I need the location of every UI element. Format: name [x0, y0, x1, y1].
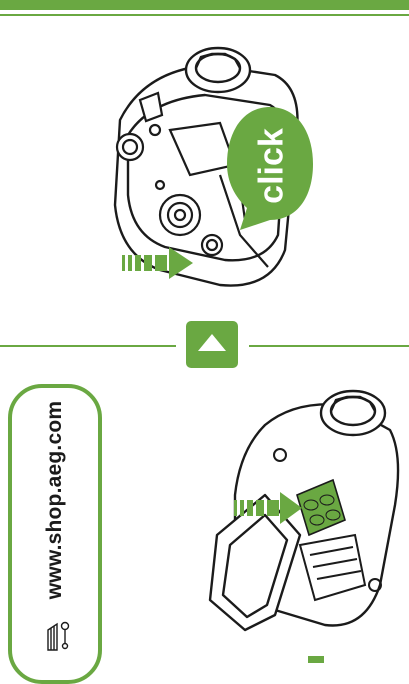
- step-marker: [308, 656, 324, 663]
- step-toggle-button[interactable]: [186, 321, 238, 368]
- divider-right: [249, 345, 409, 347]
- vacuum-head-illustration-bottom: [208, 389, 400, 632]
- vacuum-filter-icon: [47, 621, 70, 651]
- click-label: click: [252, 128, 291, 204]
- push-arrow-top: [122, 247, 193, 279]
- header-bar: [0, 0, 409, 10]
- header-rule: [0, 14, 409, 16]
- triangle-up-icon: [198, 334, 226, 351]
- click-badge: [227, 107, 313, 230]
- divider-left: [0, 345, 176, 347]
- push-arrow-bottom: [234, 492, 302, 524]
- shop-url-link[interactable]: www.shop.aeg.com: [43, 400, 66, 600]
